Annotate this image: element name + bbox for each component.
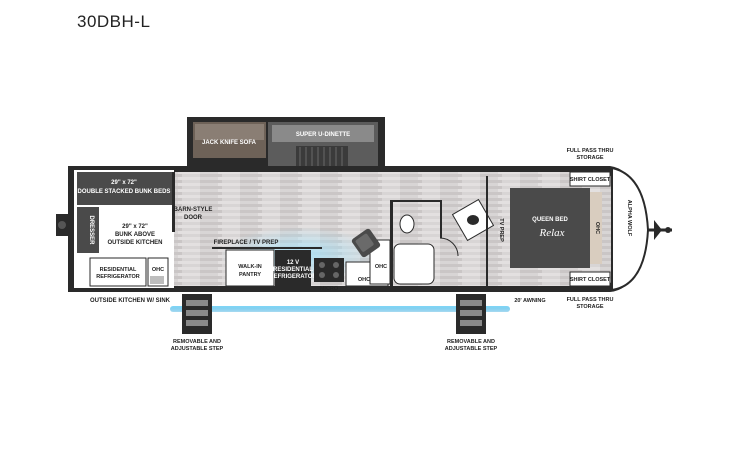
step-left: [182, 294, 212, 334]
step-right-label-1: REMOVABLE AND: [447, 339, 495, 345]
queen-bed: [510, 188, 590, 268]
shirt-closet-bottom: [569, 271, 611, 287]
fireplace-label: FIREPLACE / TV PREP: [214, 240, 279, 246]
step-left-label-1: REMOVABLE AND: [173, 339, 221, 345]
jack-knife-sofa-label: JACK KNIFE SOFA: [202, 140, 257, 146]
awning-light: [170, 306, 510, 312]
outside-kitchen-label: OUTSIDE KITCHEN W/ SINK: [90, 298, 171, 304]
step-right-label-2: ADJUSTABLE STEP: [445, 346, 498, 352]
shower: [393, 243, 435, 285]
bathroom-wall: [390, 200, 393, 286]
bunk-above-label-1: BUNK ABOVE: [115, 232, 155, 238]
barn-door-label-2: DOOR: [184, 215, 203, 221]
bunk-beds: [77, 172, 172, 205]
fridge12-label-3: REFRIGERATOR: [269, 274, 317, 280]
residential-fridge-label-1: RESIDENTIAL: [100, 267, 137, 273]
queen-bed-label: QUEEN BED: [532, 217, 568, 223]
fridge12-label-2: RESIDENTIAL: [273, 267, 313, 273]
outside-kitchen: [89, 257, 147, 287]
bunk-beds-label: DOUBLE STACKED BUNK BEDS: [78, 189, 171, 195]
pass-thru-bottom-label-2: STORAGE: [576, 304, 603, 310]
pass-thru-bottom-label-1: FULL PASS THRU: [567, 297, 614, 303]
dresser-label: DRESSER: [88, 215, 94, 245]
shirt-closet-top-label: SHIRT CLOSET: [570, 177, 611, 183]
super-u-dinette-label: SUPER U-DINETTE: [296, 132, 350, 138]
shirt-closet-top: [569, 171, 611, 187]
ohc-mid-label: OHC: [358, 277, 370, 283]
ohc-kitchen-label: OHC: [375, 264, 387, 270]
recliner-chair: [351, 228, 381, 258]
pass-thru-top-label-1: FULL PASS THRU: [567, 148, 614, 154]
step-left-label-2: ADJUSTABLE STEP: [171, 346, 224, 352]
barn-door-label-1: BARN-STYLE: [174, 207, 213, 213]
shirt-closet-bottom-label: SHIRT CLOSET: [570, 277, 611, 283]
12v-refrigerator: [275, 250, 311, 286]
dresser: [77, 207, 99, 253]
walkin-label-2: PANTRY: [239, 272, 261, 278]
residential-fridge-label-2: REFRIGERATOR: [96, 274, 140, 280]
walk-in-pantry: [225, 249, 275, 287]
bunk-above-label-2: OUTSIDE KITCHEN: [107, 240, 162, 246]
brand-label: ALPHA WOLF: [626, 200, 632, 237]
micro-label: MICRO: [320, 286, 339, 292]
relax-text: Relax: [538, 227, 564, 239]
step-right: [456, 294, 486, 334]
front-cap: [611, 166, 650, 292]
stove: [314, 258, 344, 282]
bunk-above-size: 29" x 72": [122, 224, 148, 230]
ohc-bed-label: OHC: [594, 222, 600, 234]
awning-label: 20' AWNING: [514, 298, 545, 304]
tv-prep-label: TV PREP: [498, 218, 504, 242]
ohc-left-label: OHC: [152, 267, 164, 273]
pass-thru-top-label-2: STORAGE: [576, 155, 603, 161]
model-title: 30DBH-L: [77, 12, 151, 31]
fridge12-label-1: 12 V: [287, 260, 299, 266]
bunk-beds-size: 29" x 72": [111, 180, 137, 186]
walkin-label-1: WALK-IN: [238, 264, 262, 270]
